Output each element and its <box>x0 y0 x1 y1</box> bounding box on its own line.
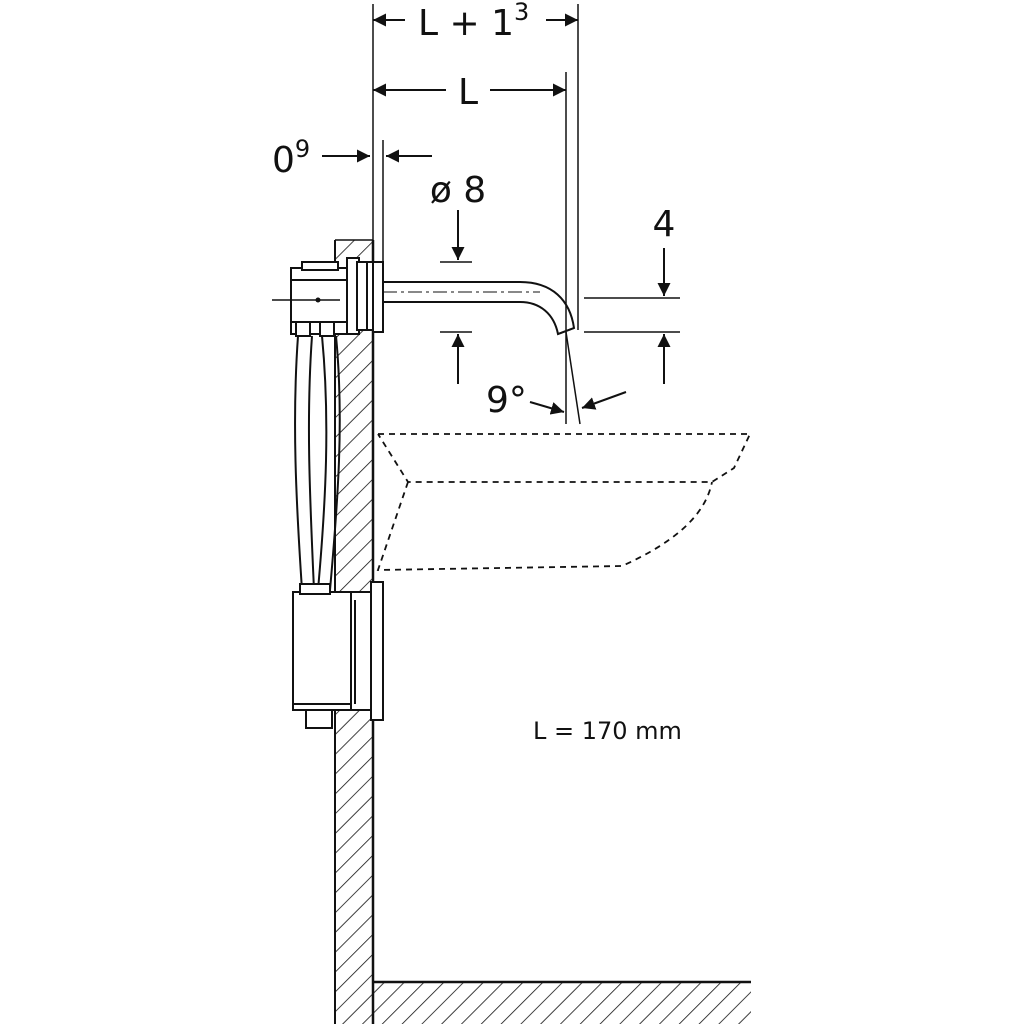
dim-angle: 9° <box>486 331 627 425</box>
dim-diameter: ø 8 <box>430 170 486 384</box>
dim-diameter-label: ø 8 <box>430 170 486 211</box>
dim-overall-width-label: L + 13 <box>418 0 529 44</box>
valve-box <box>290 257 382 337</box>
dim-height-label: 4 <box>653 204 676 245</box>
spout <box>383 281 576 336</box>
wall-plate <box>372 261 384 333</box>
flex-hoses <box>294 335 341 591</box>
dim-overall-width: L + 13 <box>372 0 579 330</box>
dim-wall-offset: 09 <box>272 135 432 262</box>
length-note: L = 170 mm <box>533 717 682 745</box>
dim-spout-length: L <box>373 72 567 330</box>
basin-outline <box>376 433 752 571</box>
floor-section <box>373 980 751 1024</box>
dim-angle-label: 9° <box>486 380 527 421</box>
dim-wall-offset-label: 09 <box>272 135 310 181</box>
dim-height: 4 <box>584 204 680 384</box>
control-box <box>292 581 384 729</box>
dim-spout-length-label: L <box>458 72 478 113</box>
